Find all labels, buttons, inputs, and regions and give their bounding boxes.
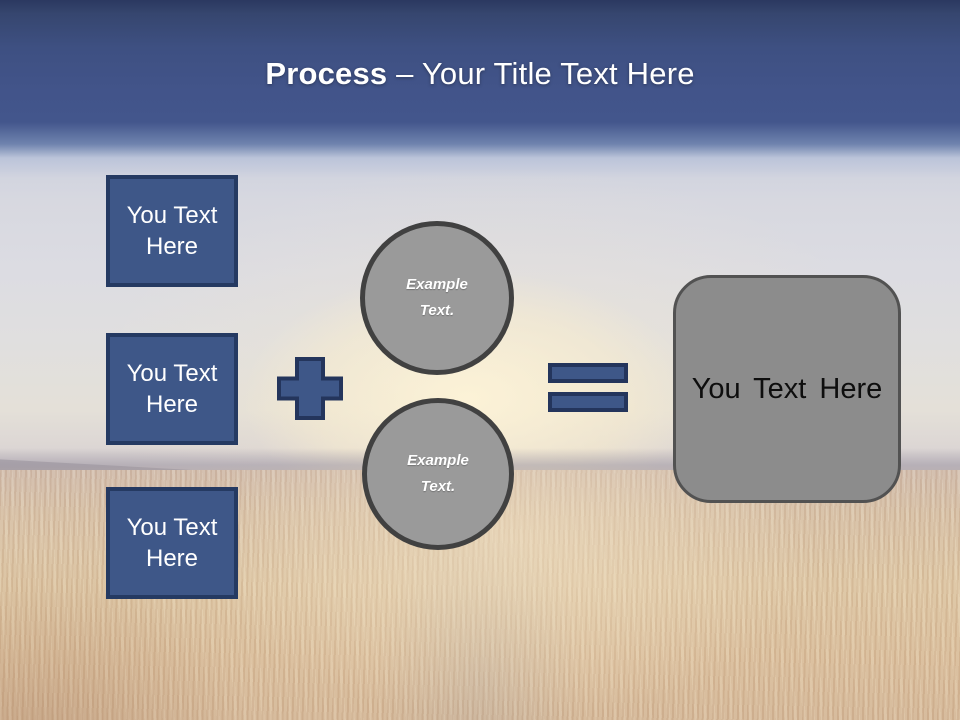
- example-circle-2-label: Example Text.: [407, 452, 469, 495]
- slide-title-rest: – Your Title Text Here: [387, 56, 695, 91]
- input-box-2-label: You Text Here: [126, 360, 218, 418]
- example-circle-1-label: Example Text.: [406, 276, 468, 319]
- equals-icon: [548, 363, 628, 412]
- equals-bar-bottom: [548, 392, 628, 412]
- slide-title: Process – Your Title Text Here: [0, 56, 960, 92]
- result-box: You Text Here: [673, 275, 901, 503]
- input-box-3-label: You Text Here: [126, 514, 218, 572]
- input-box-1-label: You Text Here: [126, 202, 218, 260]
- example-circle-2: Example Text.: [362, 398, 514, 550]
- result-box-label: You Text Here: [691, 372, 883, 405]
- plus-icon: [277, 357, 343, 420]
- example-circle-1: Example Text.: [360, 221, 514, 375]
- equals-bar-top: [548, 363, 628, 383]
- input-box-3: You Text Here: [106, 487, 238, 599]
- header-band: [0, 0, 960, 180]
- input-box-2: You Text Here: [106, 333, 238, 445]
- slide-title-keyword: Process: [265, 56, 388, 91]
- input-box-1: You Text Here: [106, 175, 238, 287]
